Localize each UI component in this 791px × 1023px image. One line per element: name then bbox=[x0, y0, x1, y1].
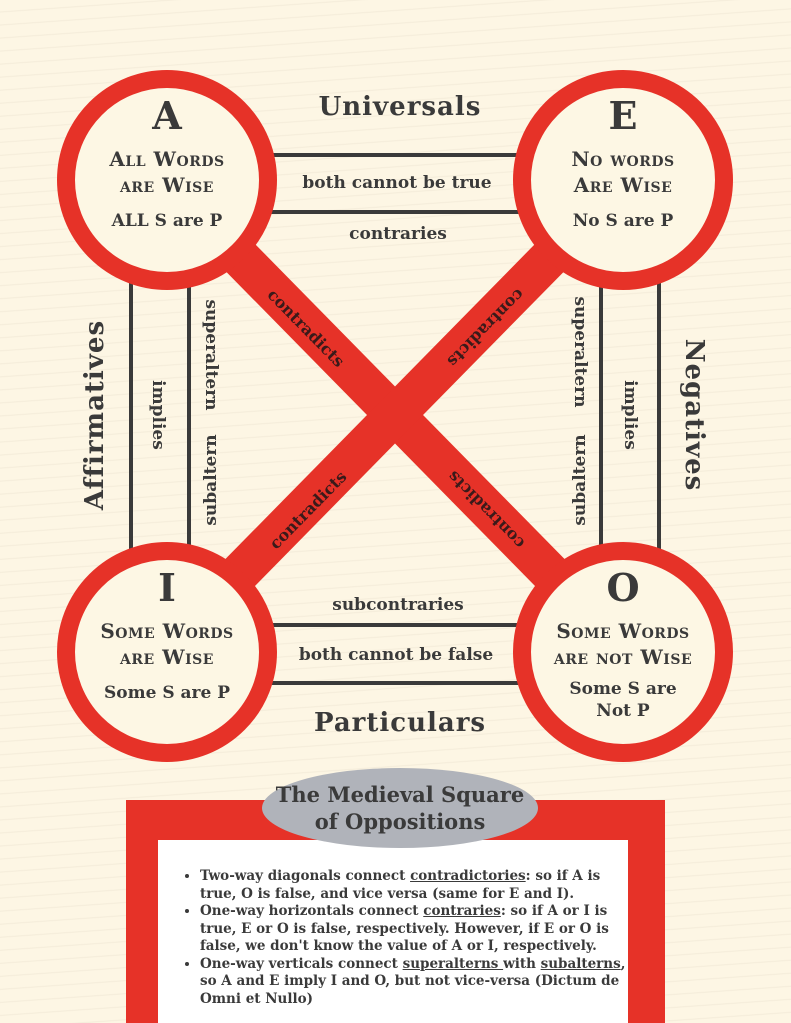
label-both-cannot-be-false: both cannot be false bbox=[298, 645, 494, 665]
corner-form: ALL S are P bbox=[111, 211, 223, 231]
note-item: Two-way diagonals connect contradictorie… bbox=[200, 868, 640, 903]
left-line-inner bbox=[187, 280, 191, 550]
corner-letter: I bbox=[158, 565, 176, 610]
label-implies-left: implies bbox=[148, 380, 168, 450]
label-both-cannot-be-true: both cannot be true bbox=[302, 173, 492, 193]
right-line-inner bbox=[599, 280, 603, 550]
label-subaltern-right: subaltern bbox=[570, 434, 590, 526]
note-item: One-way horizontals connect contraries: … bbox=[200, 903, 640, 956]
left-line-outer bbox=[129, 280, 133, 550]
top-line-lower bbox=[270, 210, 520, 214]
heading-negatives: Negatives bbox=[679, 338, 709, 492]
corner-letter: O bbox=[606, 565, 640, 610]
title-line2: of Oppositions bbox=[314, 809, 486, 834]
heading-affirmatives: Affirmatives bbox=[80, 319, 110, 511]
notes-list: Two-way diagonals connect contradictorie… bbox=[180, 868, 640, 1008]
bottom-line-lower bbox=[270, 681, 520, 685]
label-contraries: contraries bbox=[349, 224, 447, 244]
explanation-panel bbox=[158, 840, 628, 1023]
heading-universals: Universals bbox=[318, 92, 482, 122]
label-superaltern-right: superaltern bbox=[570, 296, 590, 408]
label-implies-right: implies bbox=[620, 380, 640, 450]
heading-particulars: Particulars bbox=[313, 708, 487, 738]
corner-letter: E bbox=[608, 93, 638, 138]
corner-letter: A bbox=[152, 93, 182, 138]
right-line-outer bbox=[657, 280, 661, 550]
corner-form: Some S are P bbox=[103, 683, 231, 703]
corner-form: No S are P bbox=[572, 211, 674, 231]
label-subcontraries: subcontraries bbox=[332, 595, 464, 615]
note-item: One-way verticals connect superalterns w… bbox=[200, 956, 640, 1009]
top-line-upper bbox=[270, 153, 520, 157]
label-superaltern-left: superaltern bbox=[201, 299, 221, 411]
title-line1: The Medieval Square bbox=[275, 782, 525, 807]
bottom-line-upper bbox=[270, 623, 520, 627]
label-subaltern-left: subaltern bbox=[201, 434, 221, 526]
